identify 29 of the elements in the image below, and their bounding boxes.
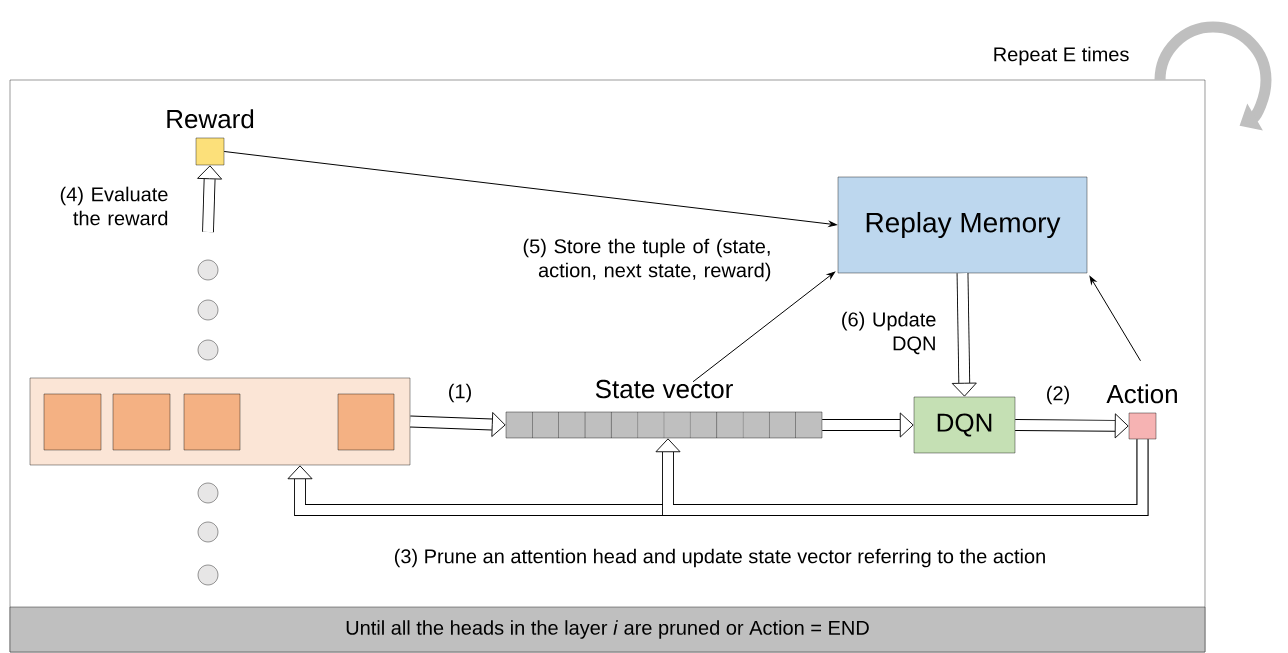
head-square	[183, 393, 241, 451]
block-arrow	[951, 273, 977, 397]
reward-square: Reward	[167, 109, 254, 166]
state-vector: State vector	[505, 379, 823, 439]
edge-label: (3) Prune an attention head and update state vector referring to the action	[394, 548, 1045, 568]
block-arrow	[197, 165, 223, 233]
edge-label: (1)	[449, 383, 471, 403]
block-arrow	[822, 412, 914, 438]
head-square	[43, 393, 102, 451]
node-label: Reward	[167, 109, 254, 129]
arrow	[692, 271, 836, 383]
action-square: Action	[1106, 384, 1177, 440]
status-band: Until all the heads in the layer i are pruned or Action = END	[9, 606, 1206, 653]
block-arrow	[410, 412, 506, 437]
dqn-box: DQN	[913, 396, 1016, 454]
arrow	[1089, 276, 1141, 362]
arrow	[223, 151, 837, 227]
block-arrow	[655, 438, 1149, 516]
memory-box: Replay Memory	[837, 176, 1088, 274]
edge-label: (5) Store the tuple of (state, action, next state, reward)	[523, 238, 771, 282]
loop-label: Repeat E times	[994, 46, 1129, 66]
edge-label: (4) Evaluate the reward	[60, 186, 168, 226]
head-square	[112, 393, 171, 451]
node-label: Action	[1106, 384, 1177, 404]
edge-label: (6) Update DQN	[842, 311, 936, 355]
node-label: State vector	[595, 379, 733, 399]
edge-label: (2)	[1047, 385, 1069, 405]
block-arrow	[1015, 413, 1129, 439]
head-square	[337, 393, 395, 451]
